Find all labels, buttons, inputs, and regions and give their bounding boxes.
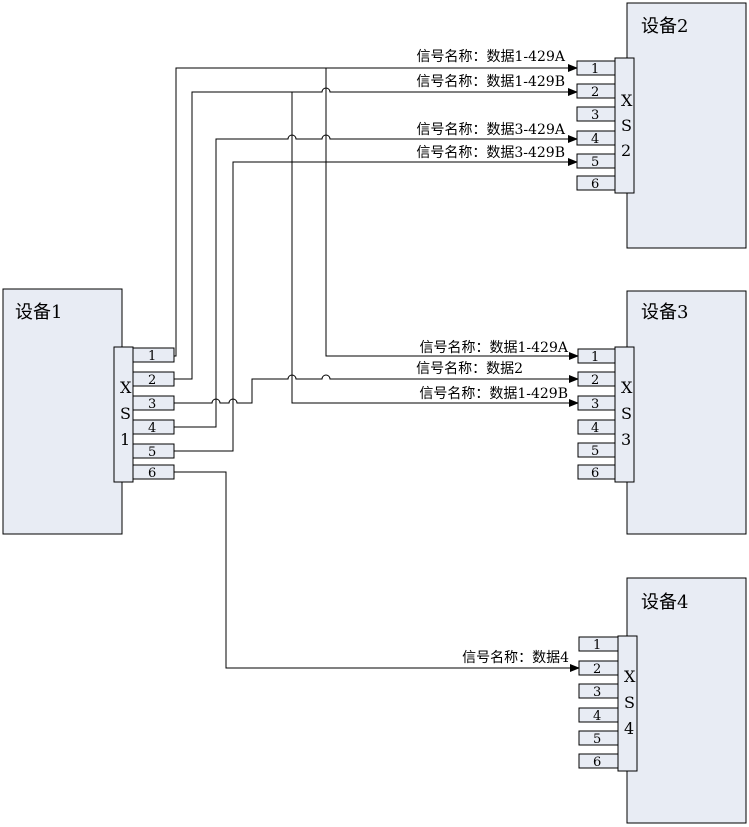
- connector-xs4-letter-1: X: [624, 667, 636, 686]
- pin-xs1-3: [132, 395, 175, 411]
- pin-label-xs4-2: 2: [593, 662, 601, 677]
- pin-xs2-4: [576, 130, 616, 146]
- connector-xs1: [113, 346, 134, 483]
- device-title-4: 设备4: [641, 592, 688, 613]
- wire-xs1-6-to-xs4-2: [174, 471, 580, 672]
- connector-xs4: [617, 635, 638, 772]
- pin-label-xs2-1: 1: [591, 62, 599, 77]
- pin-label-xs2-3: 3: [591, 108, 599, 123]
- pin-xs1-1: [132, 347, 175, 363]
- pin-xs4-3: [578, 683, 619, 699]
- connector-xs1-letter-1: X: [120, 378, 132, 397]
- pin-xs1-4: [132, 419, 175, 435]
- connector-xs4-letter-2: S: [624, 693, 635, 712]
- pin-label-xs1-1: 1: [148, 349, 156, 364]
- device-box-2: [626, 2, 747, 249]
- pin-xs3-2: [577, 371, 616, 387]
- device-box-3: [626, 290, 747, 535]
- pin-label-xs1-4: 4: [148, 421, 156, 436]
- connector-xs2-letter-1: X: [621, 91, 633, 110]
- signal-label-xs3-2: 信号名称：数据2: [416, 361, 523, 377]
- wire-xs1-2-to-xs2-2: [174, 87, 578, 380]
- connector-xs4-letter-3: 4: [624, 719, 634, 738]
- pin-label-xs3-2: 2: [591, 373, 599, 388]
- pin-label-xs4-6: 6: [593, 755, 601, 770]
- connector-xs3-letter-3: 3: [621, 430, 631, 449]
- pin-xs3-6: [577, 464, 616, 480]
- pin-label-xs3-3: 3: [591, 397, 599, 412]
- pin-label-xs2-5: 5: [591, 155, 599, 170]
- pin-xs4-1: [578, 636, 619, 652]
- signal-label-xs4-2: 信号名称：数据4: [462, 650, 569, 666]
- wire-xs2-1-to-xs3-1: [325, 68, 579, 360]
- device-title-1: 设备1: [15, 302, 62, 323]
- pin-xs4-6: [578, 753, 619, 769]
- pin-xs3-5: [577, 442, 616, 458]
- pin-xs3-3: [577, 395, 616, 411]
- pin-label-xs3-5: 5: [591, 444, 599, 459]
- signal-label-xs2-4: 信号名称：数据3-429A: [417, 122, 566, 138]
- device-box-1: [2, 288, 123, 535]
- signal-label-xs3-3: 信号名称：数据1-429B: [419, 386, 568, 402]
- pin-xs4-5: [578, 730, 619, 746]
- pin-label-xs1-3: 3: [148, 397, 156, 412]
- pin-label-xs3-4: 4: [591, 421, 599, 436]
- pin-label-xs1-6: 6: [148, 466, 156, 481]
- signal-label-xs3-1: 信号名称：数据1-429A: [420, 340, 569, 356]
- pin-label-xs4-4: 4: [593, 709, 601, 724]
- signal-label-xs2-1: 信号名称：数据1-429A: [417, 49, 566, 65]
- connector-xs3-letter-1: X: [621, 378, 633, 397]
- device-title-3: 设备3: [641, 302, 688, 323]
- pin-xs2-3: [576, 106, 616, 122]
- pin-label-xs2-6: 6: [591, 177, 599, 192]
- connector-xs3-letter-2: S: [621, 404, 632, 423]
- wire-xs1-5-to-xs2-5: [174, 158, 578, 452]
- pin-xs1-2: [132, 371, 175, 387]
- wire-xs1-3-to-xs3-2: [174, 374, 579, 404]
- pin-xs3-1: [577, 348, 616, 364]
- signal-label-xs2-2: 信号名称：数据1-429B: [416, 74, 565, 90]
- pin-xs2-6: [576, 175, 616, 191]
- wire-xs1-4-to-xs2-4: [174, 134, 578, 428]
- wire-xs2-2-to-xs3-3: [291, 92, 579, 407]
- pin-label-xs4-1: 1: [593, 638, 601, 653]
- pin-label-xs2-2: 2: [591, 85, 599, 100]
- pin-label-xs2-4: 4: [591, 132, 599, 147]
- pin-label-xs3-1: 1: [591, 350, 599, 365]
- connector-xs3: [614, 346, 635, 483]
- connector-xs2-letter-3: 2: [621, 141, 631, 160]
- pin-label-xs3-6: 6: [591, 466, 599, 481]
- wire-xs1-1-to-xs2-1: [174, 64, 578, 357]
- signal-label-xs2-5: 信号名称：数据3-429B: [416, 145, 565, 161]
- pin-label-xs1-5: 5: [148, 445, 156, 460]
- connector-xs2-letter-2: S: [621, 116, 632, 135]
- pin-label-xs4-3: 3: [593, 685, 601, 700]
- pin-xs2-1: [576, 60, 616, 76]
- pin-xs3-4: [577, 419, 616, 435]
- device-box-4: [626, 577, 747, 824]
- connector-xs1-letter-3: 1: [120, 430, 130, 449]
- pin-xs1-6: [132, 464, 175, 480]
- pin-xs2-2: [576, 83, 616, 99]
- pin-xs1-5: [132, 443, 175, 459]
- pin-label-xs4-5: 5: [593, 732, 601, 747]
- pin-xs4-2: [578, 660, 619, 676]
- pin-label-xs1-2: 2: [148, 373, 156, 388]
- device-title-2: 设备2: [641, 16, 688, 37]
- connector-xs2: [614, 57, 635, 194]
- pin-xs2-5: [576, 153, 616, 169]
- pin-xs4-4: [578, 707, 619, 723]
- connector-xs1-letter-2: S: [120, 404, 131, 423]
